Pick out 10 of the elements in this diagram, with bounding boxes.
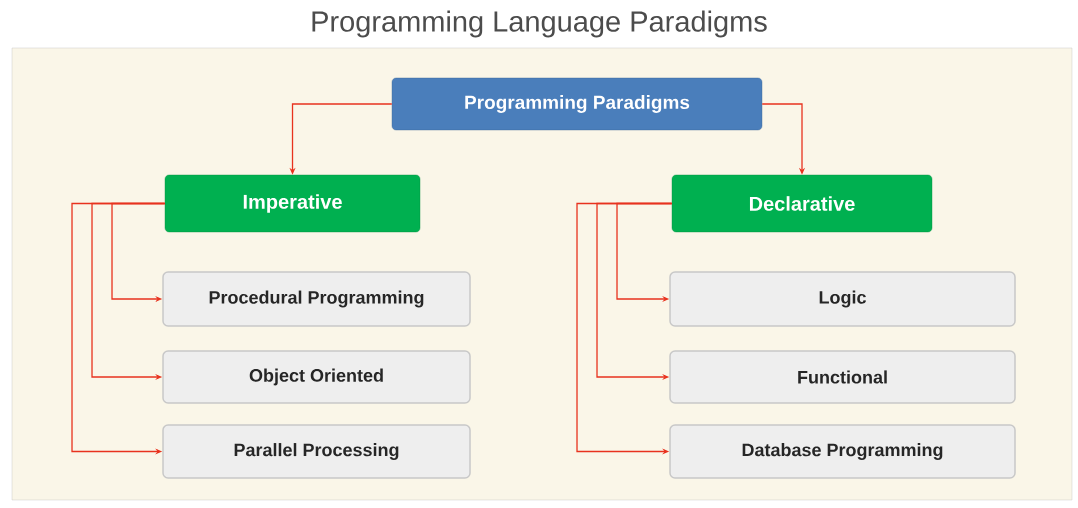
category-box: Declarative: [671, 174, 933, 233]
paradigm-box: Database Programming: [669, 424, 1016, 479]
root-box: Programming Paradigms: [391, 77, 763, 131]
paradigm-box: Functional: [669, 350, 1016, 404]
paradigm-box: Object Oriented: [162, 350, 471, 404]
paradigm-box: Procedural Programming: [162, 271, 471, 327]
category-box: Imperative: [164, 174, 421, 233]
title: Programming Language Paradigms: [312, 10, 767, 38]
paradigm-box: Parallel Processing: [162, 424, 471, 479]
paradigm-box: Logic: [669, 271, 1016, 327]
